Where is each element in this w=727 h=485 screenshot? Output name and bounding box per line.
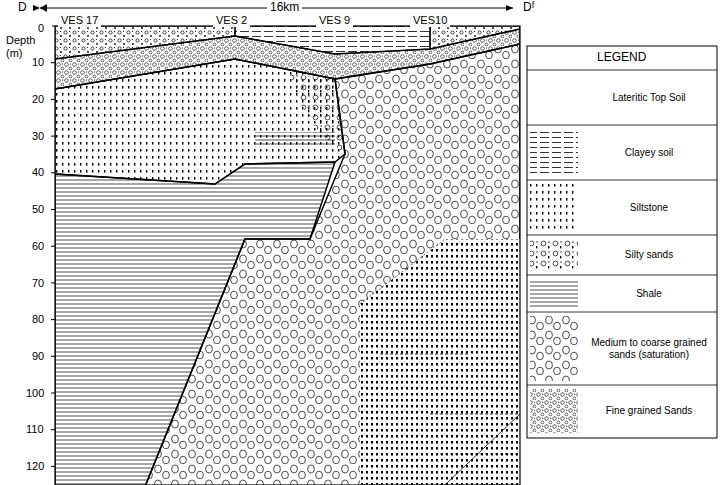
depth-tick bbox=[51, 319, 55, 320]
legend-text: Medium to coarse grained sands (saturati… bbox=[585, 337, 713, 361]
section-end-label: Dᶠ bbox=[523, 1, 534, 15]
legend-swatch bbox=[530, 239, 578, 271]
depth-value: 70 bbox=[32, 277, 44, 290]
section-end-label: 16km bbox=[267, 1, 302, 15]
legend-text: Silty sands bbox=[585, 249, 713, 261]
sounding-label: VES 2 bbox=[213, 14, 250, 27]
legend-divider bbox=[527, 275, 717, 276]
depth-value: 110 bbox=[26, 423, 44, 436]
depth-value: 20 bbox=[32, 93, 44, 106]
legend-divider bbox=[527, 235, 717, 236]
depth-tick bbox=[51, 62, 55, 63]
depth-value: 120 bbox=[26, 460, 44, 473]
legend-text: Shale bbox=[585, 288, 713, 300]
legend-swatch bbox=[530, 389, 578, 433]
depth-tick bbox=[51, 136, 55, 137]
depth-tick bbox=[51, 429, 55, 430]
legend-divider bbox=[527, 70, 717, 71]
legend-swatch bbox=[530, 129, 578, 176]
depth-value: 30 bbox=[32, 130, 44, 143]
depth-value: 90 bbox=[32, 350, 44, 363]
depth-value: 40 bbox=[32, 166, 44, 179]
legend-frame bbox=[527, 46, 717, 438]
section-frame bbox=[55, 26, 520, 485]
depth-tick bbox=[51, 282, 55, 283]
depth-value: 100 bbox=[26, 387, 44, 400]
depth-value: 0 bbox=[38, 22, 44, 35]
depth-value: 80 bbox=[32, 313, 44, 326]
depth-tick bbox=[51, 172, 55, 173]
strata bbox=[55, 26, 520, 485]
depth-value: 50 bbox=[32, 203, 44, 216]
section-end-label: D bbox=[18, 1, 27, 15]
depth-value: 60 bbox=[32, 240, 44, 253]
axis-title: Depth (m) bbox=[6, 34, 40, 59]
legend-title: LEGEND bbox=[597, 51, 646, 65]
legend-text: Clayey soil bbox=[585, 147, 713, 159]
depth-tick bbox=[51, 356, 55, 357]
sounding-label: VES 9 bbox=[316, 14, 353, 27]
legend-divider bbox=[527, 125, 717, 126]
depth-tick bbox=[51, 393, 55, 394]
legend-divider bbox=[527, 385, 717, 386]
depth-tick bbox=[51, 246, 55, 247]
legend-text: Fine grained Sands bbox=[585, 405, 713, 417]
legend-text: Lateritic Top Soil bbox=[585, 92, 713, 104]
legend-swatch bbox=[530, 279, 578, 308]
legend-swatch bbox=[530, 316, 578, 381]
depth-tick bbox=[51, 209, 55, 210]
depth-tick bbox=[51, 99, 55, 100]
legend-swatch bbox=[530, 184, 578, 231]
legend-divider bbox=[527, 180, 717, 181]
depth-value: 10 bbox=[32, 56, 44, 69]
depth-tick bbox=[51, 466, 55, 467]
legend-text: Siltstone bbox=[585, 202, 713, 214]
sounding-label: VES10 bbox=[410, 14, 450, 27]
sounding-label: VES 17 bbox=[58, 14, 101, 27]
legend-divider bbox=[527, 312, 717, 313]
